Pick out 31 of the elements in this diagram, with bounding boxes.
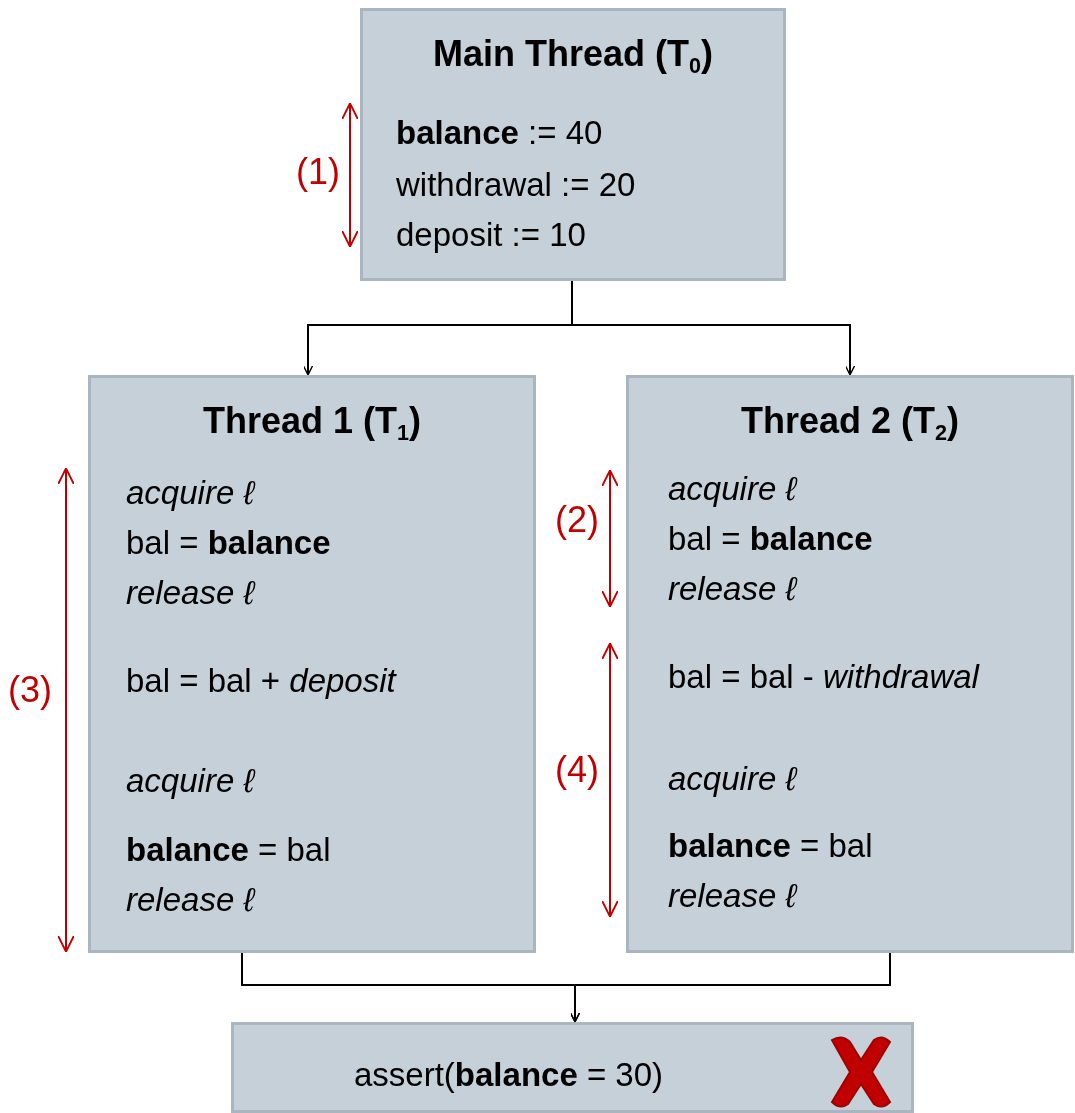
process-box — [88, 375, 536, 953]
code-text: balance := 40 — [396, 114, 603, 152]
code-text: acquire ℓ — [126, 762, 255, 800]
code-text: bal = balance — [668, 520, 873, 558]
box-title: Thread 1 (T$_{1}$) — [201, 399, 422, 447]
code-text: acquire ℓ — [668, 470, 797, 508]
code-text: bal = bal - withdrawal — [668, 658, 979, 696]
process-box — [360, 8, 786, 281]
code-text: deposit := 10 — [396, 216, 586, 254]
code-text: acquire ℓ — [668, 760, 797, 798]
process-box — [231, 1022, 914, 1113]
step-number: (4) — [555, 749, 599, 791]
code-text: bal = balance — [126, 524, 331, 562]
code-text: balance = bal — [126, 831, 331, 869]
step-number: (2) — [555, 499, 599, 541]
code-text: acquire ℓ — [126, 474, 255, 512]
code-text: bal = bal + deposit — [126, 662, 396, 700]
code-text: release ℓ — [668, 877, 797, 915]
code-text: release ℓ — [126, 881, 255, 919]
process-box — [626, 375, 1074, 953]
arrow — [569, 952, 891, 1023]
box-title: Thread 2 (T$_{2}$) — [739, 399, 960, 447]
arrow — [571, 280, 856, 376]
code-text: release ℓ — [668, 570, 797, 608]
code-text: balance = bal — [668, 827, 873, 865]
step-number: (3) — [8, 669, 52, 711]
code-text: release ℓ — [126, 574, 255, 612]
code-text: withdrawal := 20 — [396, 166, 636, 204]
code-text: assert(balance = 30) — [354, 1056, 664, 1094]
step-number: (1) — [296, 151, 340, 193]
box-title: Main Thread (T$_{0}$) — [432, 32, 714, 80]
